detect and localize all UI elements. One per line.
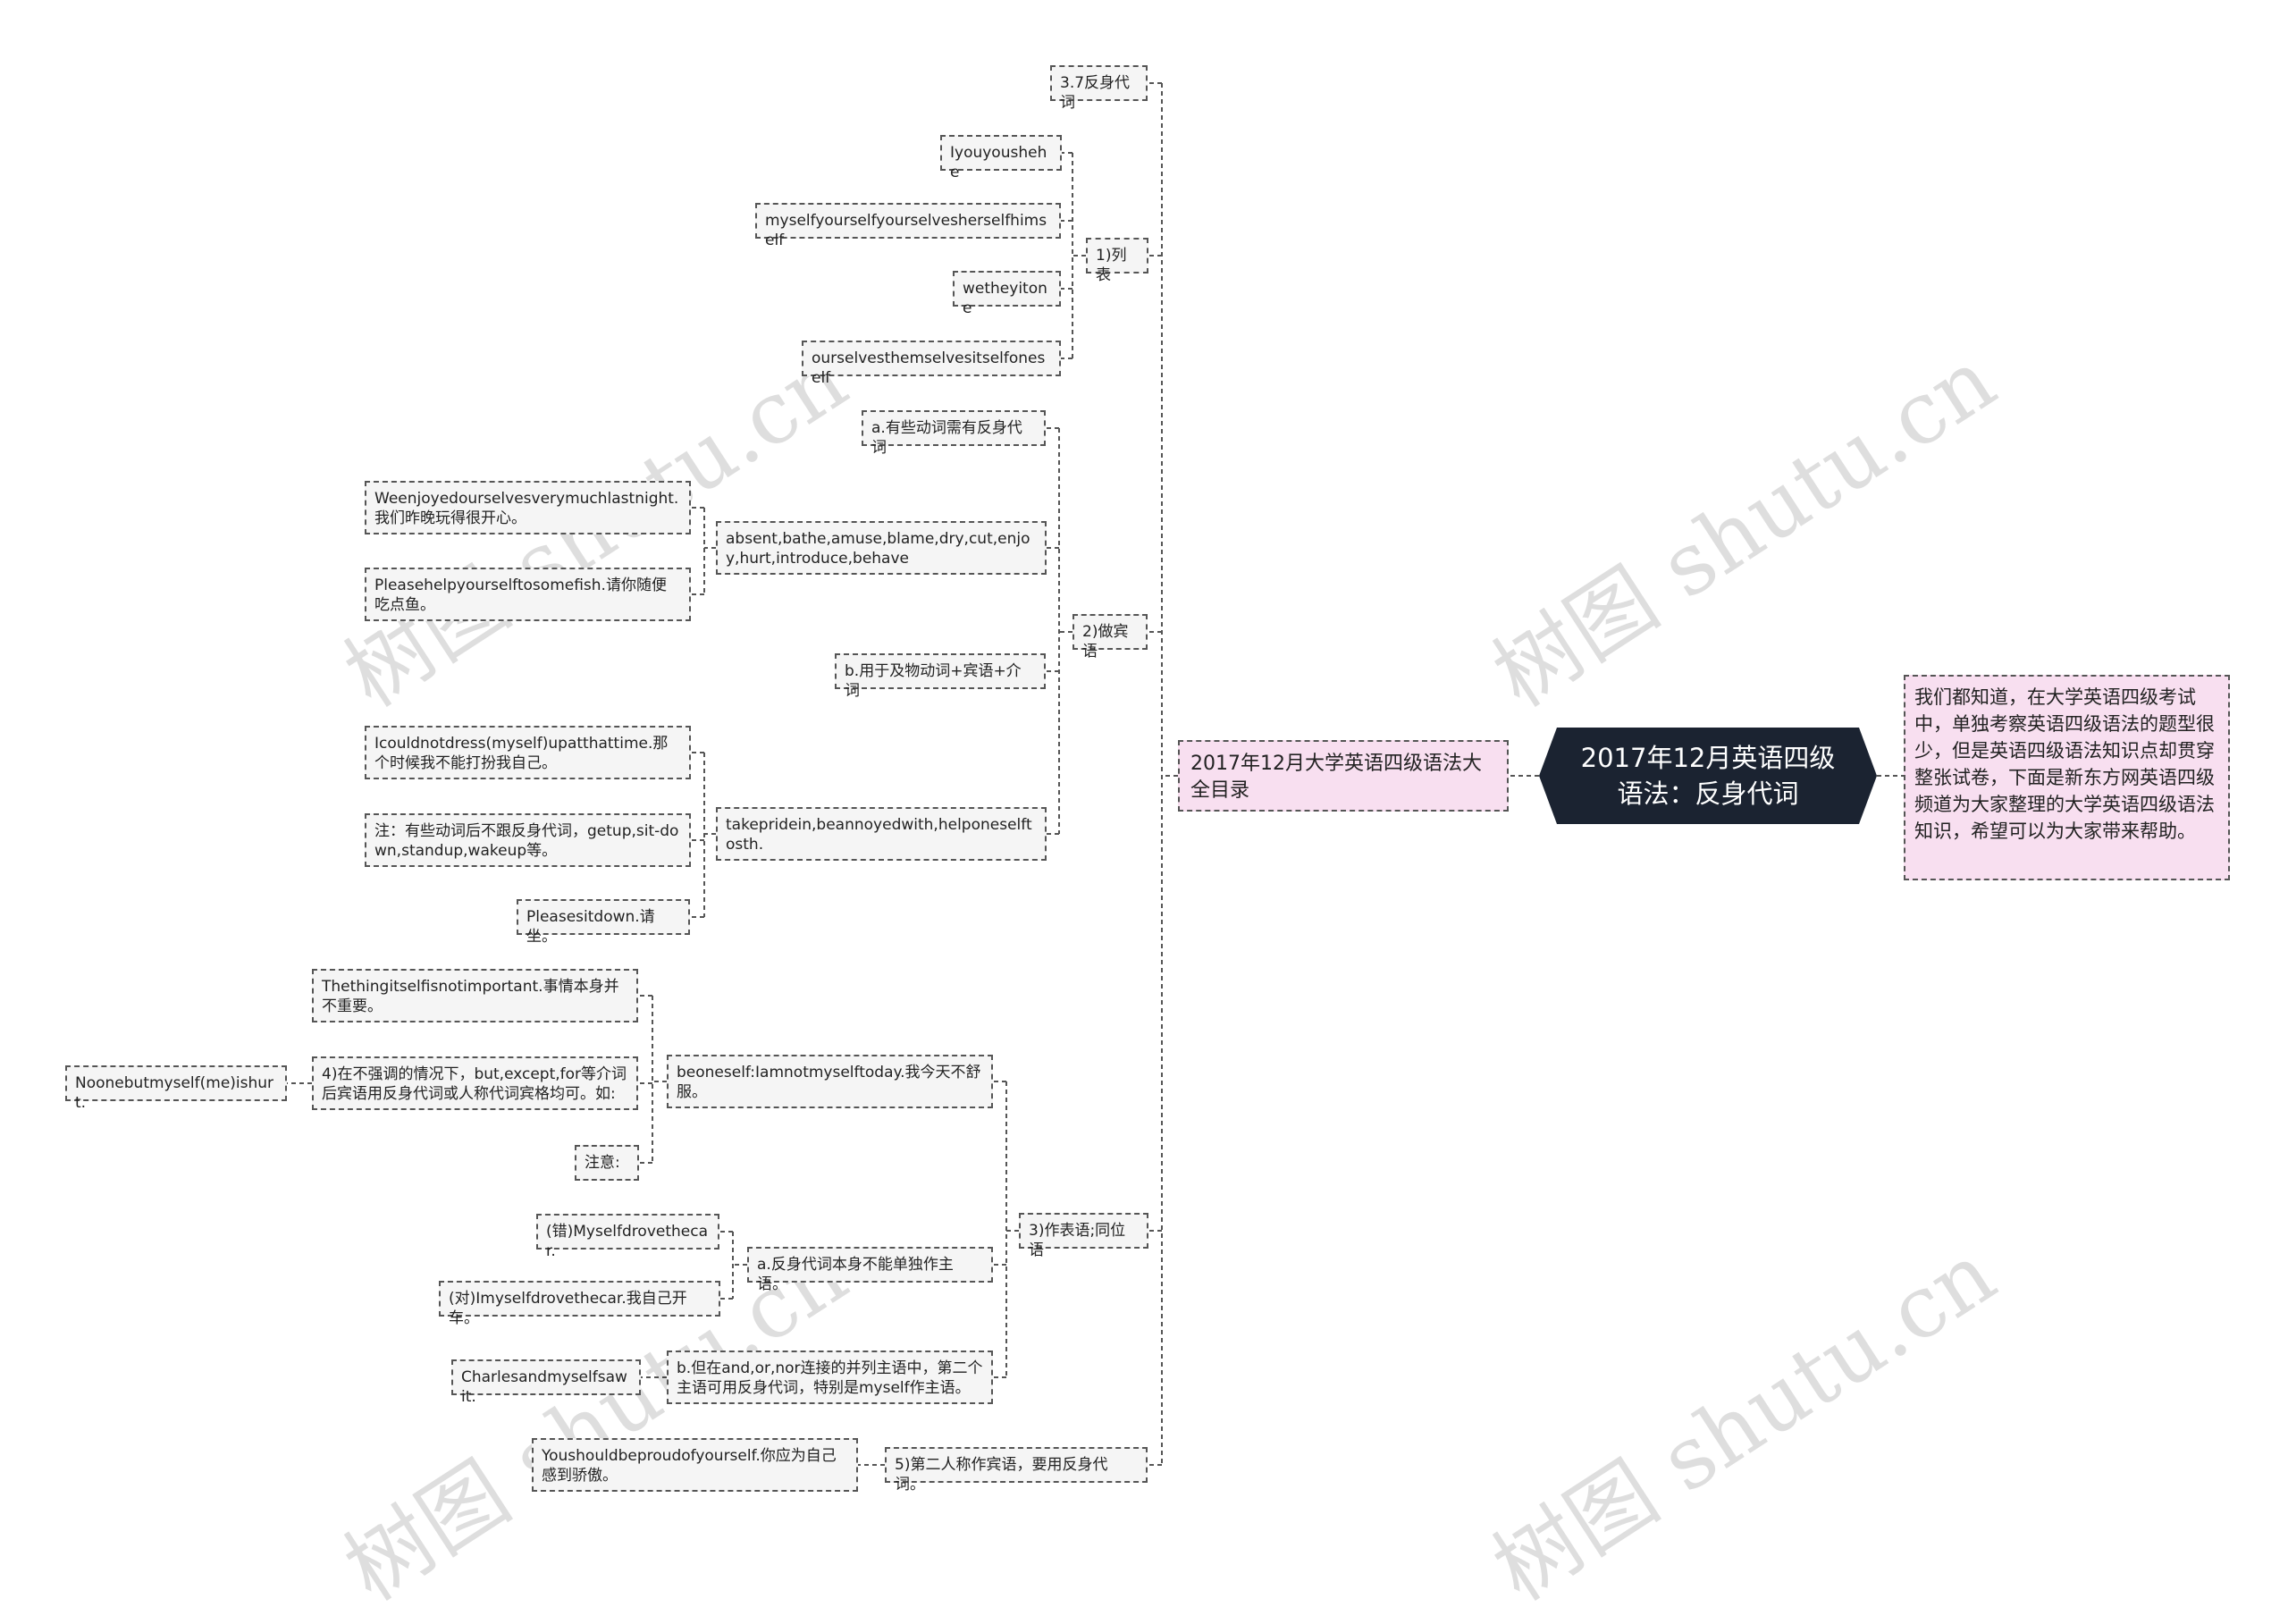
node-ex3[interactable]: Icouldnotdress(myself)upatthattime.那个时候我… — [365, 726, 691, 779]
node-object[interactable]: 2)做宾语 — [1072, 614, 1148, 661]
root-title: 2017年12月英语四级语法：反身代词 — [1580, 743, 1836, 809]
mind-map: 树图 shutu.cn 树图 shutu.cn 树图 shutu.cn 树图 s… — [65, 65, 2230, 1620]
node-ex4[interactable]: 注：有些动词后不跟反身代词，getup,sit-down,standup,wak… — [365, 813, 691, 867]
node-note[interactable]: 注意: — [575, 1145, 639, 1181]
node-thing[interactable]: Thethingitselfisnotimportant.事情本身并不重要。 — [312, 969, 638, 1022]
node-object-b[interactable]: b.用于及物动词+宾语+介词 — [835, 653, 1046, 700]
node-predicative[interactable]: 3)作表语;同位语 — [1019, 1213, 1148, 1259]
node-subject-a[interactable]: a.反身代词本身不能单独作主语。 — [747, 1247, 993, 1293]
root-shape — [1539, 728, 1877, 824]
node-object-a[interactable]: a.有些动词需有反身代词 — [862, 410, 1046, 457]
node-charles[interactable]: Charlesandmyselfsawit. — [451, 1359, 641, 1406]
node-ex2[interactable]: Pleasehelpyourselftosomefish.请你随便吃点鱼。 — [365, 568, 691, 621]
node-l1[interactable]: Iyouyoushehe — [940, 135, 1062, 181]
intro-node[interactable]: 我们都知道，在大学英语四级考试中，单独考察英语四级语法的题型很少，但是英语四级语… — [1904, 675, 2230, 880]
node-37[interactable]: 3.7反身代词 — [1050, 65, 1148, 112]
node-l2[interactable]: myselfyourselfyourselvesherselfhimself — [755, 203, 1061, 249]
node-wrong[interactable]: (错)Myselfdrovethecar. — [536, 1214, 719, 1260]
root-node[interactable]: 2017年12月英语四级语法：反身代词 — [1539, 728, 1877, 824]
node-take[interactable]: takepridein,beannoyedwith,helponeselftos… — [716, 807, 1047, 861]
node-proud[interactable]: Youshouldbeproudofyourself.你应为自己感到骄傲。 — [532, 1438, 858, 1492]
connector-lines — [287, 82, 1904, 1466]
node-verbs[interactable]: absent,bathe,amuse,blame,dry,cut,enjoy,h… — [716, 521, 1047, 575]
node-list[interactable]: 1)列表 — [1086, 238, 1148, 284]
node-right[interactable]: (对)Imyselfdrovethecar.我自己开车。 — [439, 1281, 720, 1327]
node-p5[interactable]: 5)第二人称作宾语，要用反身代词。 — [885, 1447, 1148, 1494]
node-beoneself[interactable]: beoneself:Iamnotmyselftoday.我今天不舒服。 — [667, 1055, 993, 1108]
node-ex1[interactable]: Weenjoyedourselvesverymuchlastnight.我们昨晚… — [365, 481, 691, 534]
node-p4[interactable]: 4)在不强调的情况下，but,except,for等介词后宾语用反身代词或人称代… — [312, 1056, 638, 1110]
node-subject-b[interactable]: b.但在and,or,nor连接的并列主语中，第二个主语可用反身代词，特别是my… — [667, 1351, 993, 1404]
node-noone[interactable]: Noonebutmyself(me)ishurt. — [65, 1065, 287, 1112]
node-ex5[interactable]: Pleasesitdown.请坐。 — [517, 899, 690, 946]
node-l4[interactable]: ourselvesthemselvesitselfoneself — [802, 341, 1061, 387]
node-l3[interactable]: wetheyitone — [953, 271, 1061, 317]
hub-node[interactable]: 2017年12月大学英语四级语法大全目录 — [1178, 740, 1509, 812]
